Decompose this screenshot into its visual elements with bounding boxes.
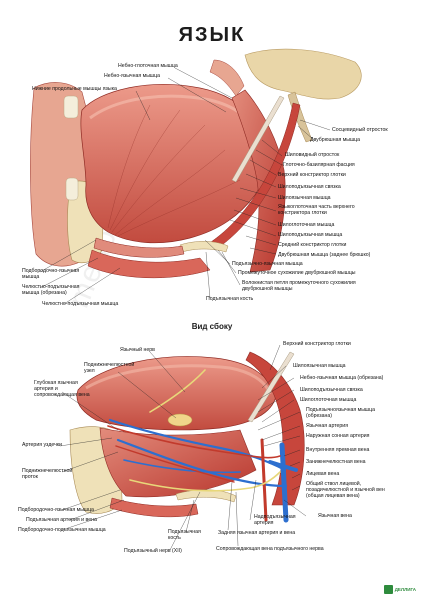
label-middle-constrictor: Средний констриктор глотки (278, 242, 347, 248)
label-mylohyoid-cut: Челюстно-подъязычная мышца (обрезана) (22, 284, 80, 296)
skull-base-bone (244, 48, 362, 100)
styloid-process (231, 95, 285, 183)
geniohyoid-lateral (109, 497, 199, 518)
label-glossopharyngeal-part: Языкоглоточная часть верхнего констрикто… (278, 204, 355, 216)
tongue-body (80, 84, 268, 244)
sagittal-section-drawing (30, 48, 362, 279)
label-styloid-process: Шиловидный отросток (285, 152, 340, 158)
label-suprahyoid-artery: Надподъязычная артерия (254, 514, 296, 526)
publisher-logo: ДЕЛЛИГА (383, 585, 416, 594)
label-stylohyoid-ligament-lateral: Шилоподъязычная связка (300, 387, 363, 393)
label-deep-lingual-artery: Глубокая язычная артерия и сопровождающа… (34, 380, 90, 398)
label-fibrous-loop: Волокнистая петля промежуточного сухожил… (242, 280, 356, 292)
section-subtitle: Вид сбоку (191, 322, 233, 331)
label-sublingual-artery-vein: Подъязычная артерия и вена (26, 517, 97, 523)
label-frenulum-artery: Артерия уздечки (22, 442, 62, 448)
label-hyoglossus-cut: Подъязычноязычная мышца (обрезана) (306, 407, 375, 419)
label-hypoglossal-nerve: Подъязычный нерв (XII) (124, 548, 182, 554)
hyoid-lateral (175, 489, 237, 503)
geniohyoid-muscle (93, 237, 185, 258)
label-palatoglossus: Небно-язычная мышца (104, 73, 160, 79)
label-lingual-vein: Язычная вена (318, 513, 352, 519)
label-palatopharyngeus: Небно-глоточная мышца (118, 63, 178, 69)
label-stylohyoid-ligament: Шилоподъязычная связка (278, 184, 341, 190)
label-hyoid-bone: Подъязычная кость (206, 296, 254, 302)
label-posterior-lingual-vessels: Задняя язычная артерия и вена (218, 530, 296, 536)
label-retromandibular-vein: Занижнечелюстная вена (306, 459, 366, 465)
label-digastric: Двубрюшная мышца (310, 137, 361, 143)
hyoid-bone (179, 241, 229, 253)
incisor-tooth (63, 95, 79, 119)
nerves (129, 369, 281, 492)
label-stylohyoid: Шилоподъязычная мышца (278, 232, 343, 238)
styloid-lateral (247, 351, 295, 423)
label-hyoid-bone-lateral: Подъязычная кость (168, 529, 201, 541)
mylohyoid-muscle (87, 249, 211, 279)
logo-text: ДЕЛЛИГА (394, 587, 416, 592)
submandibular-ganglion (167, 413, 193, 427)
soft-palate (209, 59, 245, 97)
label-facial-vein: Лицевая вена (306, 471, 340, 477)
label-stylopharyngeus-lateral: Шилоглоточная мышца (300, 397, 357, 403)
top-leader-lines (39, 67, 331, 305)
label-stylopharyngeus: Шилоглоточная мышца (278, 222, 335, 228)
label-lingual-nerve: Язычный нерв (120, 347, 155, 353)
label-geniohyoid: Подбородочно-подъязычная мышца (18, 527, 106, 533)
lateral-view-drawing (69, 351, 305, 523)
genioglossus-fibres (107, 104, 241, 237)
tongue-lateral (76, 356, 277, 431)
label-genioglossus: Подбородочно-язычная мышца (22, 268, 80, 280)
label-pharyngobasilar-fascia: Глоточно-базилярная фасция (283, 162, 355, 168)
label-submandibular-duct: Поднижнечелюстной проток (22, 468, 73, 480)
label-internal-jugular: Внутренняя яремная вена (306, 447, 370, 453)
label-inferior-longitudinal: Нижние продольные мышцы языка (32, 86, 117, 92)
veins (108, 418, 298, 523)
label-vena-comitans: Сопровождающая вена подъязычного нерва (216, 546, 324, 552)
label-intermediate-tendon: Промежуточное сухожилие двубрюшной мышцы (238, 270, 356, 276)
label-superior-constrictor: Верхний констриктор глотки (278, 172, 346, 178)
label-styloglossus: Шилоязычная мышца (278, 195, 331, 201)
label-submandibular-ganglion: Поднижнечелюстной узел (84, 362, 135, 374)
bottom-leader-lines (59, 344, 307, 551)
label-hyoglossus: Подъязычно-язычная мышца (232, 261, 303, 267)
label-palatoglossus-cut: Небно-язычная мышца (обрезана) (300, 375, 384, 381)
label-genioglossus-lateral: Подбородочно-язычная мышца (18, 507, 94, 513)
label-mastoid-process: Сосцевидный отросток (332, 127, 388, 133)
label-superior-constrictor-lateral: Верхний констриктор глотки (283, 341, 351, 347)
medplakat-logo-icon (383, 585, 393, 594)
label-lingual-artery: Язычная артерия (306, 423, 349, 429)
label-styloglossus-lateral: Шилоязычная мышца (293, 363, 346, 369)
arteries (107, 425, 281, 522)
label-external-carotid: Наружная сонная артерия (306, 433, 370, 439)
label-common-facial-vein: Общий ствол лицевой, позадичелюстной и я… (306, 481, 385, 499)
label-digastric-posterior: Двубрюшная мышца (заднее брюшко) (278, 252, 371, 258)
tongue-surface (85, 364, 272, 395)
label-mylohyoid: Челюстно-подъязычная мышца (42, 301, 119, 307)
poster-title: ЯЗЫК (178, 24, 246, 46)
lower-incisor-tooth (65, 177, 79, 201)
